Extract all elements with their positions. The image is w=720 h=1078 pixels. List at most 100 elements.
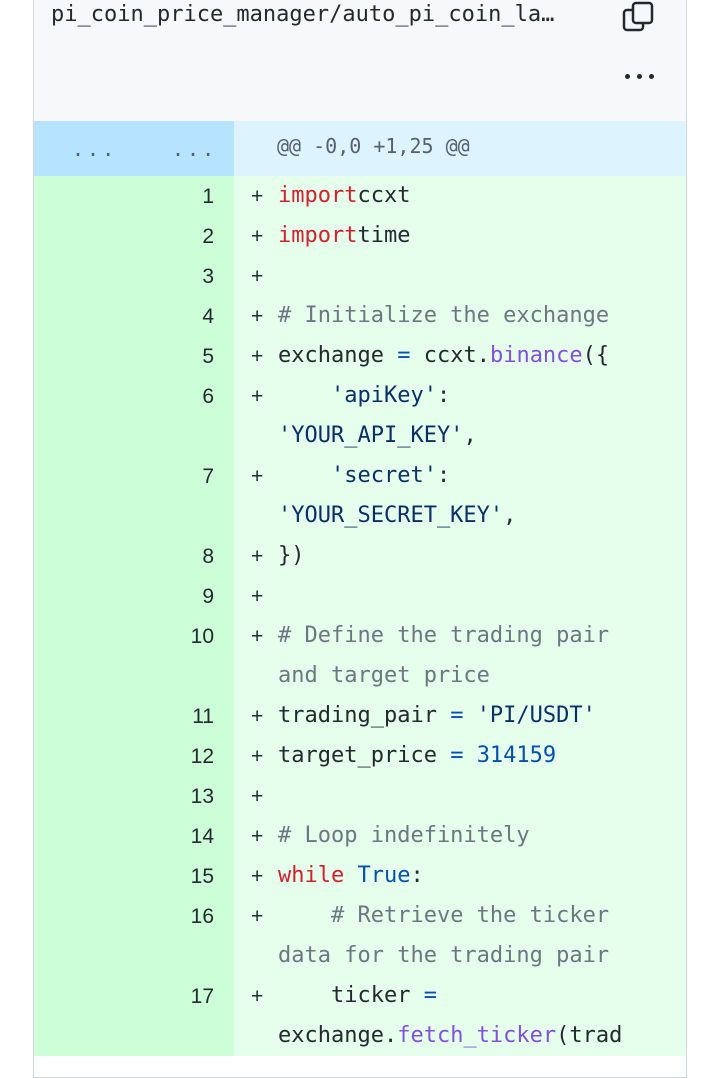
addition-marker: + (251, 265, 264, 288)
hunk-header: ... ... @@ -0,0 +1,25 @@ (34, 121, 686, 176)
line-number-gutter[interactable]: 5 (34, 336, 234, 376)
code-text: importtime (278, 216, 410, 256)
code-token: (trad (556, 1023, 623, 1048)
addition-marker: + (251, 785, 264, 808)
code-token: 'secret' (330, 463, 437, 488)
hunk-expander-gutter[interactable] (34, 121, 234, 176)
line-number[interactable]: 15 (190, 865, 214, 888)
code-token: exchange (278, 343, 398, 368)
diff-line: 1 +importccxt (34, 176, 686, 216)
copy-icon[interactable] (621, 0, 657, 34)
code-token: # Define the trading pair (278, 623, 610, 648)
line-number-gutter[interactable]: 1 (34, 176, 234, 216)
line-number-gutter[interactable]: 6 (34, 376, 234, 456)
line-number[interactable]: 4 (202, 305, 214, 328)
code-token: ({ (582, 343, 610, 368)
line-number-gutter[interactable]: 16 (34, 896, 234, 976)
line-number-gutter[interactable]: 3 (34, 256, 234, 296)
code-cell: + # Initialize the exchange (234, 296, 686, 336)
code-token: : (410, 863, 424, 888)
expand-left-icon[interactable]: ... (72, 137, 118, 161)
line-number[interactable]: 5 (202, 345, 214, 368)
code-cell: +# Loop indefinitely (234, 816, 686, 856)
addition-marker: + (251, 545, 264, 568)
code-token: # Initialize the exchange (278, 303, 610, 328)
line-number-gutter[interactable]: 14 (34, 816, 234, 856)
code-token: : (436, 383, 451, 408)
line-number[interactable]: 14 (190, 825, 214, 848)
line-number-gutter[interactable]: 2 (34, 216, 234, 256)
code-token: ticker (278, 983, 424, 1008)
line-number[interactable]: 17 (190, 985, 214, 1008)
line-number-gutter[interactable]: 4 (34, 296, 234, 336)
code-token (463, 703, 476, 728)
code-token: import (278, 223, 358, 248)
code-cell: +}) (234, 536, 686, 576)
line-number[interactable]: 2 (202, 225, 214, 248)
diff-line: 17+ ticker =exchange.fetch_ticker(trad (34, 976, 686, 1056)
code-token: True (357, 863, 411, 888)
code-token: = (423, 983, 437, 1008)
addition-marker: + (251, 305, 264, 328)
line-number-gutter[interactable]: 10 (34, 616, 234, 696)
line-number[interactable]: 13 (190, 785, 214, 808)
code-token: and target price (278, 663, 490, 688)
code-text-wrapped: 'YOUR_SECRET_KEY', (278, 496, 516, 536)
addition-marker: + (251, 905, 264, 928)
line-number-gutter[interactable]: 13 (34, 776, 234, 816)
code-cell: + (234, 776, 686, 816)
code-cell: + ticker =exchange.fetch_ticker(trad (234, 976, 686, 1056)
code-token: }) (278, 543, 305, 568)
line-number-gutter[interactable]: 15 (34, 856, 234, 896)
code-token: , (463, 423, 477, 448)
diff-file-panel: pi_coin_price_manager/auto_pi_coin_la… .… (33, 0, 687, 1078)
addition-marker: + (251, 985, 264, 1008)
diff-line: 13 + (34, 776, 686, 816)
line-number[interactable]: 12 (190, 745, 214, 768)
code-token: = (397, 343, 411, 368)
line-number[interactable]: 6 (202, 385, 214, 408)
code-token: ccxt (357, 183, 411, 208)
code-text: # Loop indefinitely (278, 816, 530, 856)
code-text: ticker = (278, 976, 437, 1016)
code-token: fetch_ticker (397, 1023, 557, 1048)
diff-line: 16 + # Retrieve the ticker data for the tr… (34, 896, 686, 976)
code-cell: +importccxt (234, 176, 686, 216)
diff-line: 4 + # Initialize the exchange (34, 296, 686, 336)
line-number-gutter[interactable]: 7 (34, 456, 234, 536)
line-number[interactable]: 7 (202, 465, 214, 488)
line-number[interactable]: 10 (190, 625, 214, 648)
code-cell: + # Retrieve the ticker data for the trad… (234, 896, 686, 976)
line-number[interactable]: 9 (202, 585, 214, 608)
line-number-gutter[interactable]: 8 (34, 536, 234, 576)
addition-marker: + (251, 625, 264, 648)
line-number[interactable]: 11 (192, 705, 214, 728)
code-token (278, 463, 331, 488)
code-token: data for the trading pair (278, 943, 610, 968)
code-text: target_price = 314159 (278, 736, 556, 776)
line-number-gutter[interactable]: 11 (34, 696, 234, 736)
code-text: # Retrieve the ticker (278, 896, 609, 936)
code-cell: +exchange = ccxt.binance({ (234, 336, 686, 376)
file-path[interactable]: pi_coin_price_manager/auto_pi_coin_la… (51, 2, 555, 27)
addition-marker: + (251, 585, 264, 608)
line-number-gutter[interactable]: 12 (34, 736, 234, 776)
code-token: 314159 (476, 743, 557, 768)
line-number[interactable]: 1 (202, 185, 214, 208)
line-number-gutter[interactable]: 9 (34, 576, 234, 616)
addition-marker: + (251, 345, 264, 368)
diff-line: 10 + # Define the trading pair and target p… (34, 616, 686, 696)
code-text-wrapped: 'YOUR_API_KEY', (278, 416, 477, 456)
expand-right-icon[interactable]: ... (172, 137, 218, 161)
code-cell: + 'secret':'YOUR_SECRET_KEY', (234, 456, 686, 536)
line-number[interactable]: 8 (202, 545, 214, 568)
line-number-gutter[interactable]: 17 (34, 976, 234, 1056)
kebab-horizontal-icon[interactable] (619, 64, 661, 88)
line-number[interactable]: 3 (202, 265, 214, 288)
code-token (278, 383, 331, 408)
line-number[interactable]: 16 (190, 905, 214, 928)
code-token: target_price (278, 743, 451, 768)
code-token: # Retrieve the ticker (330, 903, 610, 928)
diff-line: 8 +}) (34, 536, 686, 576)
code-cell: +trading_pair = 'PI/USDT' (234, 696, 686, 736)
